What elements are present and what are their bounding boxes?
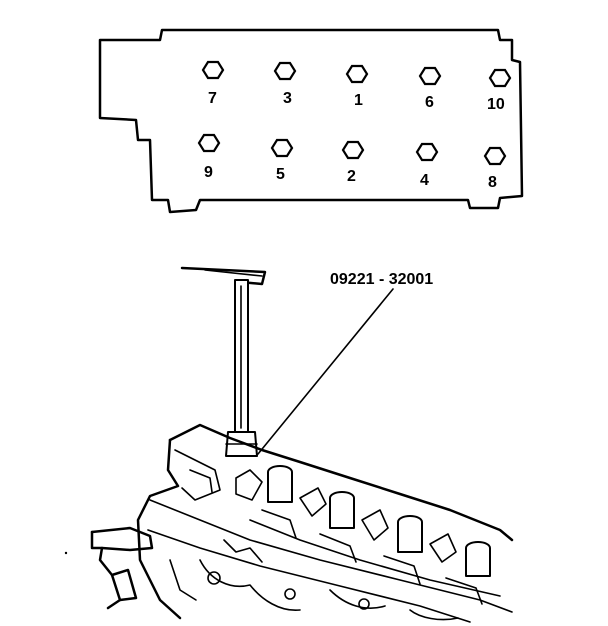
bolt-number: 1 xyxy=(354,92,363,109)
bolt-number: 7 xyxy=(208,90,217,107)
bolt-number: 5 xyxy=(276,166,285,183)
torque-wrench xyxy=(180,266,267,457)
bolt-hex xyxy=(483,146,507,166)
tool-part-number: 09221 - 32001 xyxy=(330,271,433,288)
valve-post xyxy=(465,541,491,577)
valve-post xyxy=(267,465,293,503)
bolt-hex xyxy=(201,60,225,80)
head-outline-plan xyxy=(98,28,524,214)
bolt-number: 9 xyxy=(204,164,213,181)
bolt-row-bottom xyxy=(197,133,507,166)
bolt-row-top xyxy=(201,60,512,88)
bolt-hex xyxy=(273,61,297,81)
bolt-hex xyxy=(488,68,512,88)
bolt-hex xyxy=(270,138,294,158)
bolt-number: 2 xyxy=(347,168,356,185)
valve-post xyxy=(397,515,423,553)
bolt-hex xyxy=(197,133,221,153)
bolt-hex xyxy=(418,66,442,86)
leader-line xyxy=(257,288,394,455)
bolt-number: 10 xyxy=(487,96,505,113)
bolt-number: 4 xyxy=(420,172,429,189)
cylinder-head-perspective xyxy=(64,423,514,623)
bolt-hex xyxy=(341,140,365,160)
bolt-number: 3 xyxy=(283,90,292,107)
bolt-number: 8 xyxy=(488,174,497,191)
bolt-hex xyxy=(345,64,369,84)
bolt-hex xyxy=(415,142,439,162)
bolt-number: 6 xyxy=(425,94,434,111)
valve-post xyxy=(329,491,355,529)
